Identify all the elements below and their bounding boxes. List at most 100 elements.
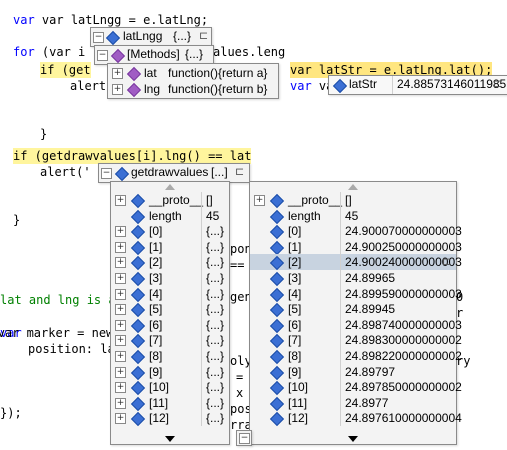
- divider: [201, 316, 202, 333]
- list-item[interactable]: +[11]{...}: [111, 394, 229, 411]
- item-name: [11]: [288, 395, 308, 410]
- object-icon: [130, 193, 146, 209]
- item-value: {...}: [206, 239, 225, 254]
- list-item[interactable]: +__proto__[]: [111, 192, 229, 209]
- expand-icon[interactable]: +: [115, 288, 126, 300]
- datatip-latlngg[interactable]: − latLngg {...} ⊏: [90, 27, 212, 47]
- expand-icon[interactable]: +: [115, 195, 126, 206]
- object-icon: [269, 381, 285, 396]
- expand-icon[interactable]: +: [115, 366, 126, 378]
- item-value: 24.899590000000003: [345, 286, 462, 301]
- list-item[interactable]: +[6]{...}: [111, 316, 229, 333]
- list-item[interactable]: +[3]{...}: [111, 270, 229, 287]
- list-item[interactable]: +[5]{...}: [111, 301, 229, 318]
- list-item[interactable]: [11] 24.8977: [250, 394, 456, 411]
- list-item[interactable]: [4]24.899590000000003: [250, 285, 462, 302]
- list-item[interactable]: [3]24.89965: [250, 270, 456, 287]
- object-icon: [269, 349, 285, 365]
- expand-icon[interactable]: +: [112, 84, 123, 95]
- expand-icon[interactable]: +: [115, 351, 126, 362]
- list-item[interactable]: +[2]{...}: [111, 254, 229, 271]
- datatip-methods[interactable]: − [Methods] {...}: [94, 45, 214, 65]
- expand-icon[interactable]: +: [115, 273, 126, 284]
- expand-icon[interactable]: +: [115, 382, 126, 394]
- datatip-latstr[interactable]: latStr 24.88573146011985 ⊏: [328, 75, 507, 95]
- divider: [201, 270, 202, 286]
- expand-icon[interactable]: +: [254, 195, 265, 206]
- list-item[interactable]: +__proto__[]: [250, 192, 456, 209]
- list-item[interactable]: +[10]{...}: [111, 379, 229, 396]
- list-item[interactable]: +[0]{...}: [111, 223, 229, 240]
- list-item[interactable]: [2]24.900240000000003⊏: [250, 254, 462, 271]
- item-value: 24.898220000000002: [345, 349, 462, 363]
- list-item[interactable]: +[1]{...}: [111, 238, 229, 255]
- list-item[interactable]: [9]24.89797: [250, 363, 456, 380]
- item-name: [9]: [288, 364, 302, 379]
- object-icon: [130, 256, 146, 271]
- expand-icon[interactable]: +: [115, 257, 126, 269]
- code-line-position: position: la: [28, 341, 115, 357]
- code-text: ==: [230, 258, 245, 272]
- item-value: {...}: [206, 395, 225, 410]
- list-item[interactable]: [12]24.897610000000004: [250, 410, 462, 427]
- object-icon: [269, 318, 285, 333]
- divider: [340, 348, 341, 364]
- item-value: {...}: [206, 411, 225, 426]
- collapse-toggle[interactable]: −: [236, 430, 252, 446]
- expand-icon[interactable]: +: [115, 413, 126, 425]
- expand-icon[interactable]: +: [112, 68, 123, 79]
- divider: [201, 238, 202, 255]
- collapse-icon[interactable]: −: [93, 32, 104, 43]
- list-item[interactable]: [7]24.898300000000002: [250, 332, 462, 349]
- scroll-down-icon[interactable]: [165, 436, 175, 442]
- item-name: lng: [144, 82, 161, 96]
- pin-icon[interactable]: ⊏: [493, 77, 503, 90]
- list-item[interactable]: + lat function(){return a}: [108, 65, 276, 82]
- object-icon: [269, 193, 285, 209]
- expand-icon[interactable]: +: [115, 397, 126, 409]
- scroll-up-icon[interactable]: [165, 184, 175, 190]
- code-line-if-get: if (get: [40, 62, 91, 78]
- list-item[interactable]: +[8]{...}: [111, 348, 229, 365]
- item-value: 24.898740000000003: [345, 317, 462, 332]
- pin-icon[interactable]: ⊏: [235, 165, 245, 178]
- collapse-icon[interactable]: −: [97, 50, 108, 61]
- divider: [201, 192, 202, 208]
- item-name: [5]: [149, 302, 163, 317]
- expand-icon[interactable]: +: [115, 304, 126, 316]
- item-name: lat: [144, 66, 157, 80]
- pin-icon[interactable]: ⊏: [442, 255, 452, 269]
- list-item[interactable]: [8]24.898220000000002: [250, 348, 462, 365]
- item-value: 24.8977: [345, 395, 389, 410]
- datatip-name: [Methods]: [127, 47, 180, 61]
- item-value: {...}: [206, 255, 225, 270]
- pin-icon[interactable]: ⊏: [199, 29, 209, 42]
- list-item[interactable]: +[9]{...}: [111, 363, 229, 380]
- datatip-getdrawvalues[interactable]: − getdrawvalues [...] ⊏: [98, 163, 250, 183]
- list-item[interactable]: +[12]{...}: [111, 410, 229, 427]
- list-item[interactable]: [1]24.900250000000003: [250, 238, 462, 255]
- divider: [201, 410, 202, 427]
- list-item[interactable]: + lng function(){return b}: [108, 81, 276, 98]
- item-value: {...}: [206, 271, 225, 285]
- scroll-down-icon[interactable]: [348, 436, 358, 442]
- list-item[interactable]: +[7]{...}: [111, 332, 229, 349]
- list-item[interactable]: [10]24.897850000000002: [250, 379, 462, 396]
- expand-icon[interactable]: +: [115, 319, 126, 331]
- expand-icon[interactable]: +: [115, 241, 126, 253]
- list-item[interactable]: [5]24.89945: [250, 301, 456, 318]
- datatip-value: {...}: [185, 47, 204, 61]
- list-item[interactable]: [6]24.898740000000003: [250, 316, 462, 333]
- expand-icon[interactable]: +: [115, 335, 126, 347]
- scroll-up-icon[interactable]: [348, 184, 358, 190]
- collapse-icon[interactable]: −: [239, 433, 250, 444]
- expand-icon[interactable]: +: [115, 226, 126, 238]
- list-item[interactable]: +[4]{...}: [111, 285, 229, 302]
- collapse-icon[interactable]: −: [101, 168, 112, 179]
- list-item[interactable]: [0]24.900070000000003: [250, 223, 462, 240]
- item-value: 45: [345, 208, 359, 223]
